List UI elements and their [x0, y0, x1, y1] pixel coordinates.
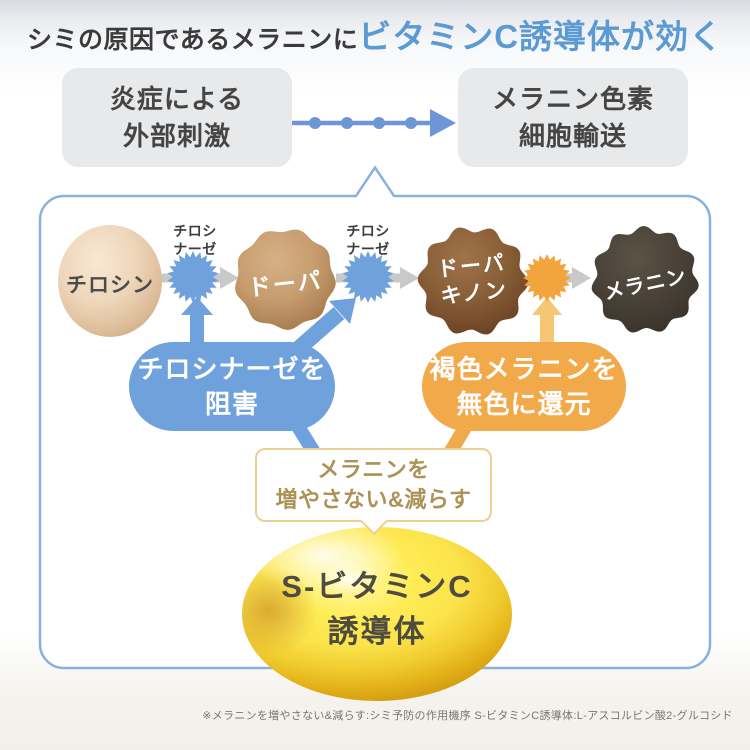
- tyrosine-blob: [58, 225, 162, 337]
- prevent-melanin-bubble: メラニンを 増やさない&減らす: [255, 448, 492, 522]
- dotted-arrow: [292, 109, 456, 137]
- flow-box-stimulus: 炎症による 外部刺激: [62, 68, 292, 167]
- tyrosinase-starburst-1: [167, 251, 219, 303]
- flow-box-stimulus-line1: 炎症による: [109, 83, 245, 114]
- flow-box-transport-line2: 細胞輸送: [518, 120, 627, 151]
- product-name-line1: S-ビタミンC: [281, 569, 473, 604]
- enzyme-label-1: チロシ ナーゼ: [173, 223, 217, 257]
- product-name-line2: 誘導体: [327, 613, 427, 649]
- title-prefix: シミの原因であるメラニンに: [26, 26, 359, 54]
- orange-up-arrow: [532, 297, 562, 346]
- dopaquinone-blob: [417, 227, 529, 335]
- page-title: シミの原因であるメラニンにビタミンC誘導体が効く: [0, 10, 750, 58]
- blue-up-arrow: [181, 297, 213, 346]
- tyrosinase-starburst-2: [342, 251, 394, 303]
- gray-arrow-heads: [220, 267, 591, 289]
- tyrosine-label: チロシン: [66, 274, 154, 297]
- vitamin-c-sphere: S-ビタミンC 誘導体: [242, 527, 512, 701]
- inhibit-tyrosinase-pill: チロシナーゼを 阻害: [129, 342, 335, 431]
- reduce-melanin-pill: 褐色メラニンを 無色に還元: [422, 342, 626, 431]
- footnote: ※メラニンを増やさない&減らす:シミ予防の作用機序 S-ビタミンC誘導体:L-ア…: [202, 710, 733, 722]
- title-highlight: ビタミンC誘導体が効く: [358, 18, 724, 55]
- enzyme-label-2: チロシ ナーゼ: [346, 223, 390, 257]
- flow-box-transport: メラニン色素 細胞輸送: [458, 68, 688, 167]
- dopaquinone-label: ドーパ キノン: [436, 251, 510, 309]
- dopa-blob: [235, 229, 336, 330]
- orange-starburst: [523, 254, 571, 302]
- melanin-blob: [591, 226, 699, 333]
- flow-box-transport-line1: メラニン色素: [491, 83, 654, 114]
- flow-box-stimulus-line2: 外部刺激: [122, 120, 231, 151]
